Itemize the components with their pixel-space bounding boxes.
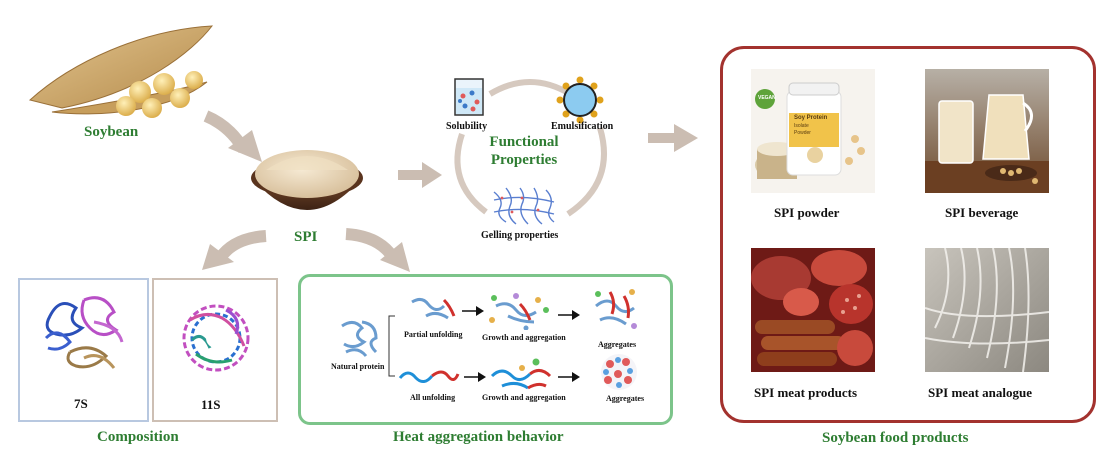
spi-beverage-label: SPI beverage (945, 205, 1019, 220)
gel-network-icon (493, 187, 555, 225)
arrow-soybean-to-spi (203, 110, 262, 162)
spi-beverage-image (925, 69, 1049, 193)
protein-11s-structure-image (182, 304, 250, 372)
functional-properties-label: Functional Properties (489, 134, 559, 168)
food-products-box (720, 46, 1096, 423)
gelling-label: Gelling properties (481, 230, 559, 241)
partial-unfolding-label: Partial unfolding (404, 330, 463, 339)
spi-meat-products-image (751, 248, 875, 372)
soybean-label: Soybean (84, 124, 139, 140)
solubility-beaker-icon (454, 78, 484, 116)
arrow-spi-to-functional (398, 162, 442, 188)
growth-aggregation-top-image (489, 293, 549, 330)
spi-bowl-image (251, 150, 363, 210)
aggregates-bottom-label: Aggregates (606, 394, 645, 403)
label-7s: 7S (74, 396, 88, 411)
aggregates-bottom-image (601, 354, 637, 390)
natural-protein-image (341, 320, 378, 357)
spi-meat-analogue-label: SPI meat analogue (928, 385, 1032, 400)
arrow-spi-to-heat (345, 228, 410, 272)
arrow-to-food-products (648, 124, 698, 152)
emulsification-label: Emulsification (551, 121, 614, 132)
all-unfolding-label: All unfolding (410, 393, 456, 402)
arrow-bottom-1 (464, 372, 486, 382)
jar-sub2-text: Powder (794, 130, 811, 136)
jar-sub1-text: Isolate (794, 123, 809, 129)
composition-label: Composition (97, 429, 179, 445)
aggregates-top-image (595, 289, 637, 329)
functional-cycle-ring (454, 79, 607, 217)
jar-brand-text: Soy Protein (794, 115, 828, 121)
arrow-top-1 (462, 306, 484, 316)
branch-bracket (388, 315, 395, 377)
spi-meat-analogue-image (925, 248, 1049, 372)
label-11s: 11S (201, 397, 221, 412)
emulsification-droplet-icon (556, 76, 604, 124)
arrow-bottom-2 (558, 372, 580, 382)
spi-powder-image (751, 69, 875, 193)
heat-aggregation-label: Heat aggregation behavior (393, 429, 564, 445)
spi-powder-label: SPI powder (774, 205, 840, 220)
growth-aggregation-bottom-label: Growth and aggregation (482, 393, 566, 402)
heat-aggregation-box (298, 274, 673, 425)
partial-unfolding-image (411, 297, 456, 320)
arrow-top-2 (558, 310, 580, 320)
protein-7s-structure-image (44, 296, 124, 369)
spi-meat-products-label: SPI meat products (754, 385, 858, 400)
aggregates-top-label: Aggregates (598, 340, 637, 349)
composition-7s-box (18, 278, 149, 422)
composition-11s-box (152, 278, 278, 422)
spi-label: SPI (294, 229, 318, 245)
vegan-badge: VEGAN (758, 95, 776, 101)
arrow-spi-to-composition (202, 230, 267, 270)
growth-aggregation-top-label: Growth and aggregation (482, 333, 566, 342)
food-products-label: Soybean food products (822, 430, 969, 446)
all-unfolding-image (398, 370, 460, 383)
soybean-pod-image (28, 25, 214, 118)
natural-protein-label: Natural protein (331, 362, 385, 371)
solubility-label: Solubility (446, 121, 488, 132)
growth-aggregation-bottom-image (490, 358, 552, 390)
